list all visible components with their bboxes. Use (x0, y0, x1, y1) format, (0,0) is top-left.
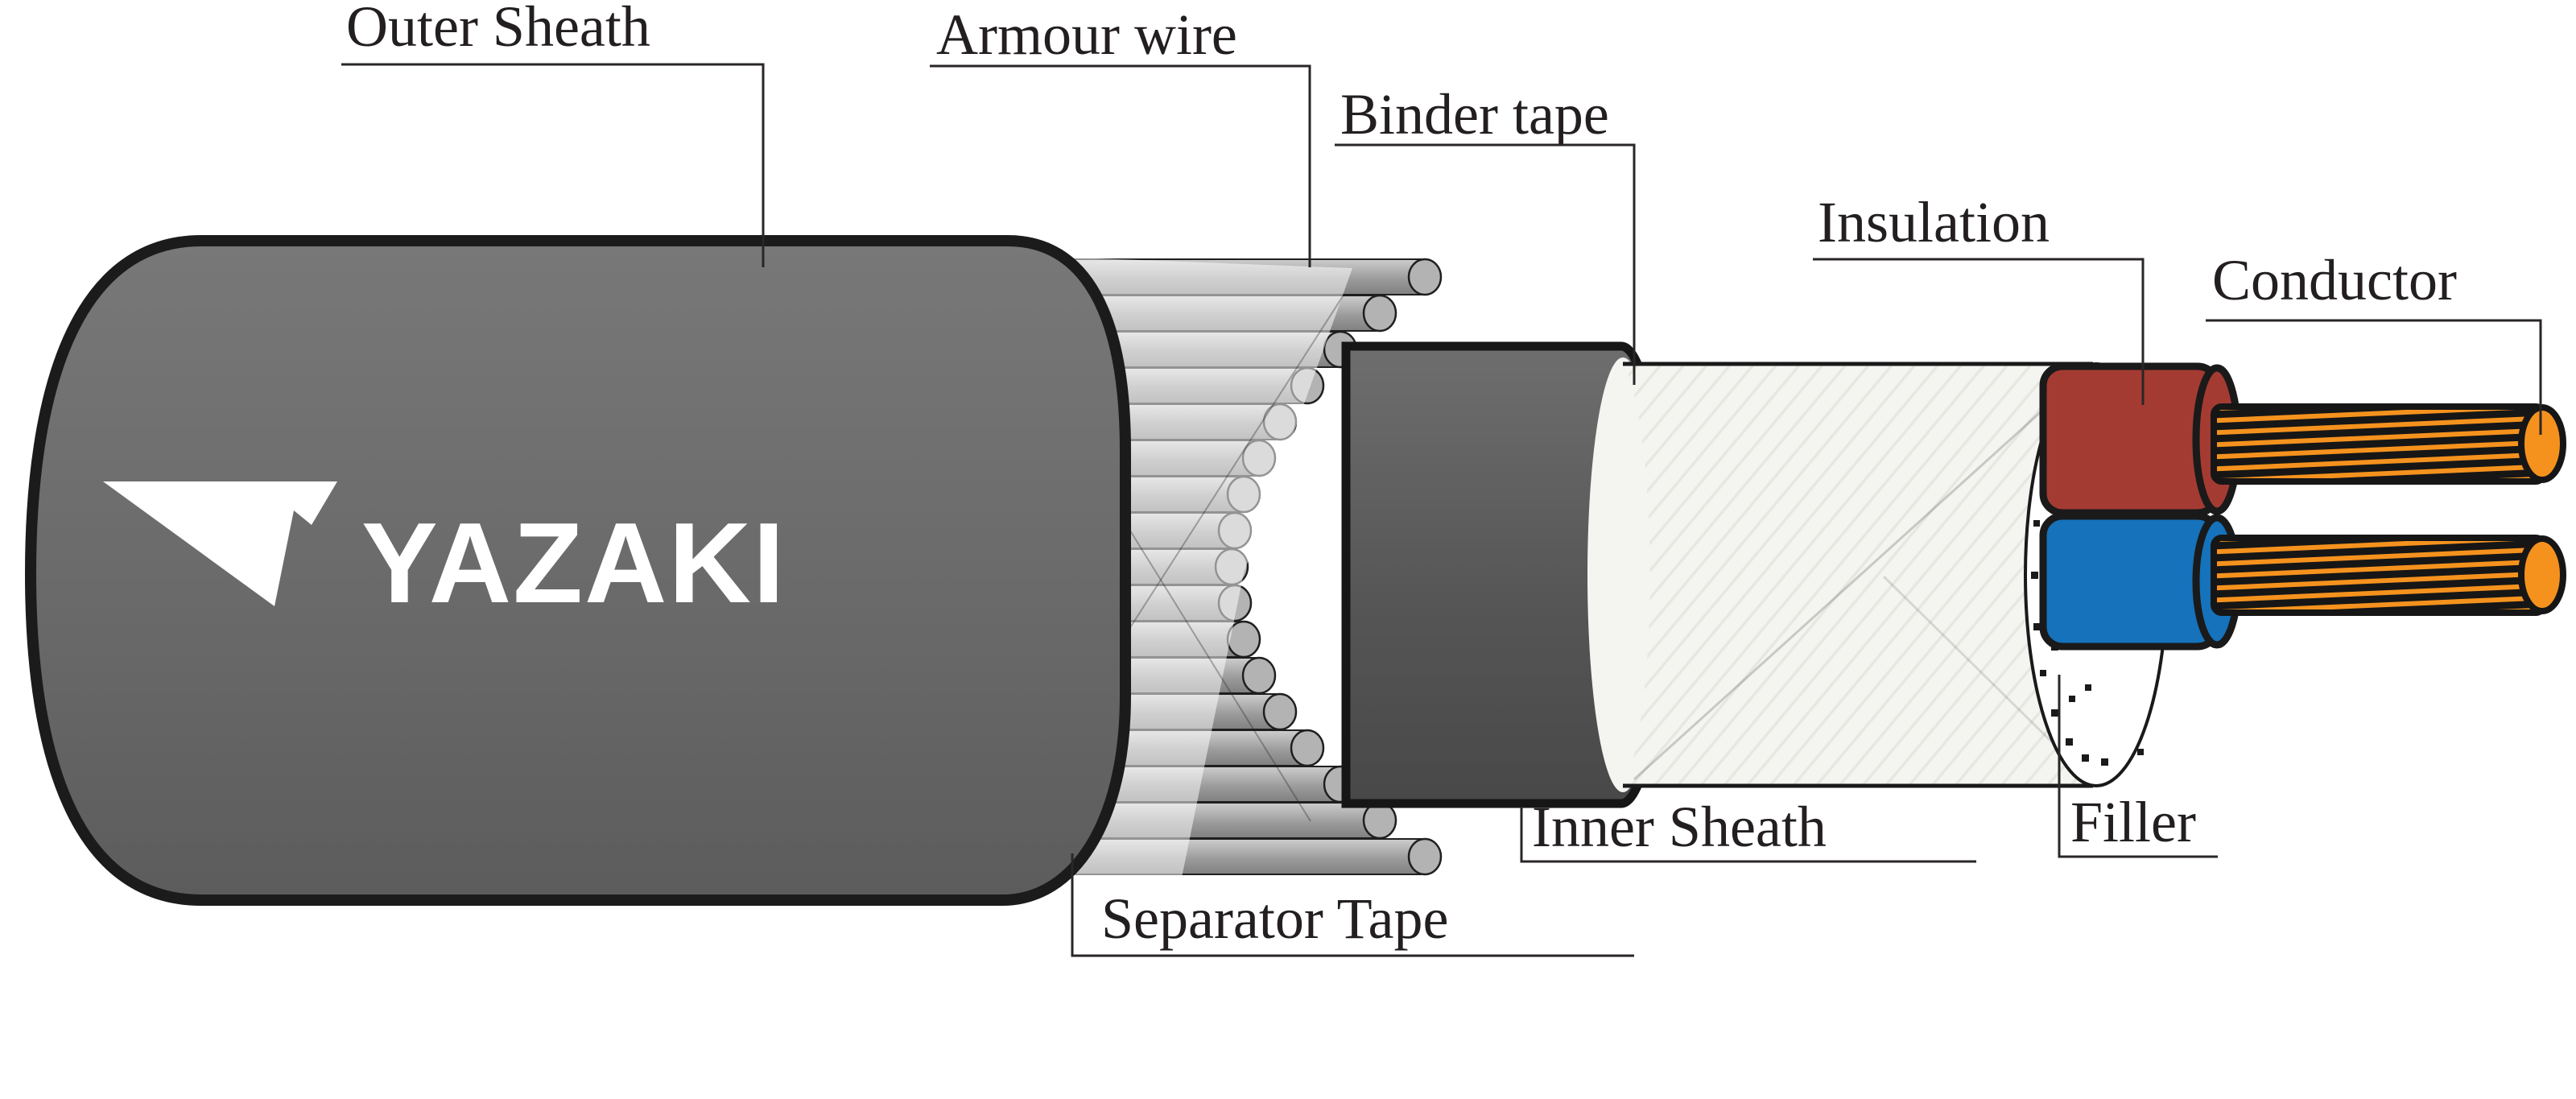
label-armour-wire-leader (930, 64, 1311, 267)
label-conductor: Conductor (2206, 248, 2542, 435)
insulation-blue-core (2039, 512, 2221, 651)
conductor-strands (2214, 538, 2544, 613)
label-binder-tape-text: Binder tape (1340, 82, 1609, 147)
label-outer-sheath: Outer Sheath (341, 0, 765, 267)
inner-sheath-end-face (1587, 357, 1658, 792)
label-separator-tape-leader (1071, 853, 1634, 957)
label-inner-sheath-leader (1520, 807, 1976, 863)
label-armour-wire: Armour wire (930, 2, 1311, 267)
yazaki-logo-icon (103, 481, 337, 606)
label-outer-sheath-leader (341, 63, 765, 267)
label-filler-leader (2058, 675, 2218, 858)
conductor-strands (2214, 407, 2544, 481)
label-filler-text: Filler (2070, 790, 2196, 854)
label-conductor-text: Conductor (2212, 248, 2457, 312)
conductor-lower (2211, 535, 2566, 616)
binder-tape-seam (1882, 575, 2085, 775)
insulated-cores (2039, 362, 2242, 651)
label-armour-wire-text: Armour wire (936, 2, 1237, 67)
conductor-upper (2211, 403, 2566, 485)
label-inner-sheath-text: Inner Sheath (1532, 795, 1827, 859)
label-outer-sheath-text: Outer Sheath (346, 0, 650, 59)
label-insulation-text: Insulation (1818, 190, 2050, 254)
insulation-red-core (2039, 362, 2221, 517)
label-insulation: Insulation (1813, 190, 2145, 405)
binder-tape-seam (1633, 370, 2087, 781)
armour-wire-cap (1290, 729, 1325, 767)
armour-wire-cap (1407, 837, 1443, 876)
label-separator-tape: Separator Tape (1071, 853, 1634, 957)
yazaki-logo-text: YAZAKI (361, 499, 786, 627)
yazaki-logo: YAZAKI (103, 481, 786, 627)
label-filler: Filler (2058, 675, 2218, 858)
armour-wire-cap (1362, 294, 1397, 333)
armour-wire-cap (1407, 258, 1443, 296)
conductor-end-cap (2518, 535, 2566, 614)
armour-wire-cap (1362, 801, 1397, 840)
label-inner-sheath: Inner Sheath (1520, 795, 1976, 863)
binder-tape (1623, 364, 2164, 786)
armour-wire-cap (1241, 656, 1277, 695)
label-insulation-leader (1813, 258, 2145, 405)
outer-sheath (24, 235, 1131, 906)
label-binder-tape-leader (1335, 143, 1636, 385)
conductor-end-cap (2518, 404, 2566, 483)
label-separator-tape-text: Separator Tape (1101, 886, 1448, 951)
armour-wire-cap (1262, 692, 1298, 731)
label-binder-tape: Binder tape (1335, 82, 1636, 385)
label-conductor-leader (2206, 319, 2542, 435)
